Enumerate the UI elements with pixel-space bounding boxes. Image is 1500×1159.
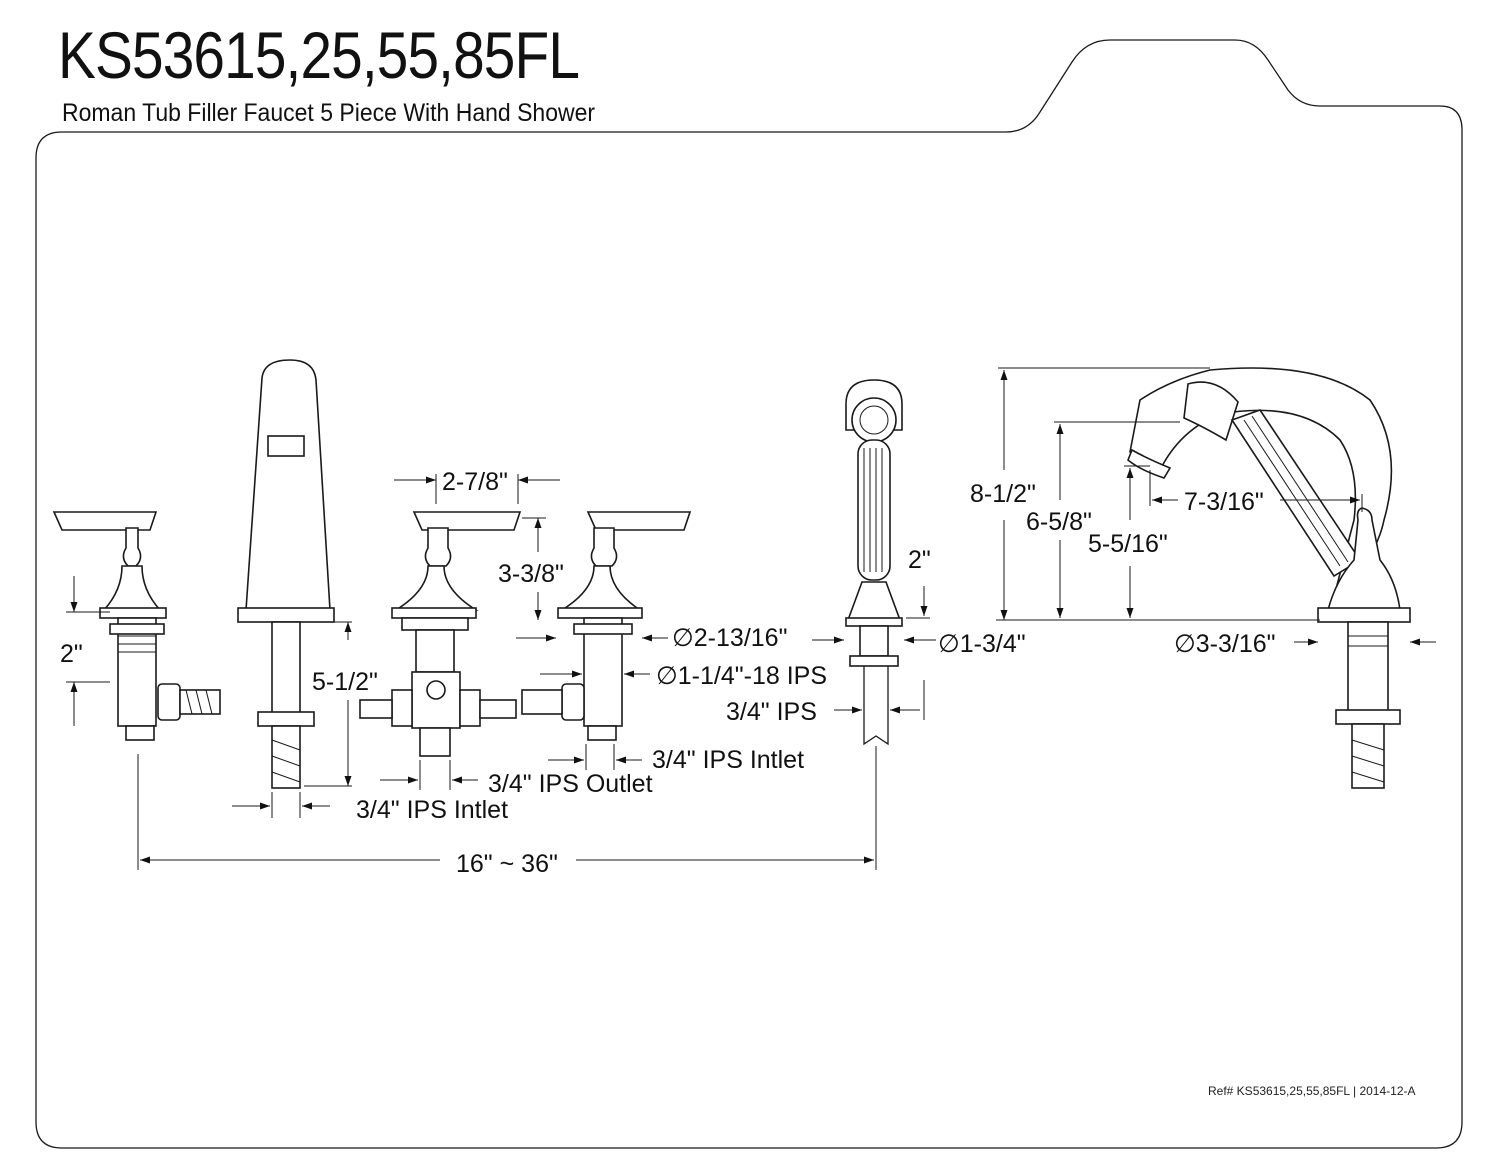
- dim-shower-height: 2": [908, 546, 931, 574]
- center-handle-valve: [359, 511, 522, 757]
- dim-overall-height: 8-1/2": [970, 480, 1036, 508]
- dimension-lines: [66, 367, 1436, 870]
- page-frame: [35, 39, 1463, 1149]
- dim-shower-thread: 3/4" IPS: [726, 698, 817, 726]
- dim-spout-height: 6-5/8": [1026, 508, 1092, 536]
- dim-spout-reach: 7-3/16": [1184, 488, 1264, 516]
- dim-shank-thread: ∅1-1/4"-18 IPS: [656, 662, 827, 690]
- dim-handle-offset: 2": [60, 640, 83, 668]
- dim-spout-outlet-height: 5-5/16": [1088, 530, 1168, 558]
- left-handle-valve: [52, 511, 221, 741]
- dim-handle-height: 3-3/8": [498, 560, 564, 588]
- spout-side-view: [1127, 367, 1411, 789]
- hand-shower-front: [845, 379, 903, 746]
- dim-spout-inlet: 3/4" IPS Intlet: [356, 796, 508, 824]
- dim-spout-shank: 5-1/2": [312, 668, 378, 696]
- reference-note: Ref# KS53615,25,55,85FL | 2014-12-A: [1208, 1084, 1416, 1098]
- model-number-title: KS53615,25,55,85FL: [58, 18, 580, 92]
- right-handle-valve: [521, 511, 692, 741]
- dim-shower-flange: ∅1-3/4": [938, 630, 1026, 658]
- roman-spout: [237, 359, 335, 789]
- dim-spout-base-diameter: ∅3-3/16": [1174, 630, 1276, 658]
- dim-diverter-outlet: 3/4" IPS Outlet: [488, 770, 653, 798]
- dim-overall-spread: 16" ~ 36": [456, 850, 558, 878]
- dim-valve-inlet: 3/4" IPS Intlet: [652, 746, 804, 774]
- dim-flange-diameter: ∅2-13/16": [672, 624, 787, 652]
- product-description: Roman Tub Filler Faucet 5 Piece With Han…: [62, 99, 596, 127]
- dim-handle-spread: 2-7/8": [442, 468, 508, 496]
